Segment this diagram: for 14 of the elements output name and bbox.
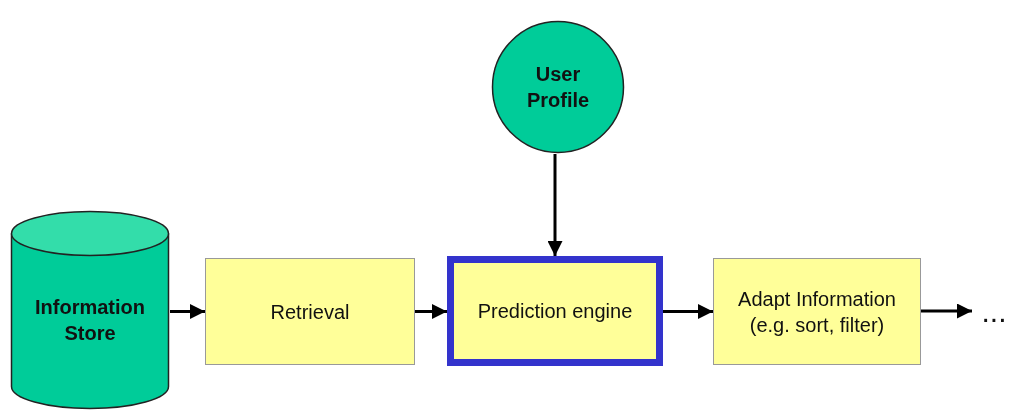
node-label: Retrieval xyxy=(269,299,351,325)
arrow xyxy=(170,304,205,319)
node-label: User Profile xyxy=(525,62,591,113)
process-box xyxy=(205,258,415,365)
node-label: Information Store xyxy=(34,295,146,346)
arrow xyxy=(415,304,447,319)
highlighted-process-box xyxy=(447,256,663,366)
arrow xyxy=(547,154,563,256)
node-label: Adapt Information (e.g. sort, filter) xyxy=(737,286,897,338)
node-label: Prediction engine xyxy=(476,299,634,324)
process-box xyxy=(713,258,921,365)
ellipsis-text: ... xyxy=(981,293,1007,330)
arrow xyxy=(663,304,713,319)
arrow xyxy=(921,303,972,319)
